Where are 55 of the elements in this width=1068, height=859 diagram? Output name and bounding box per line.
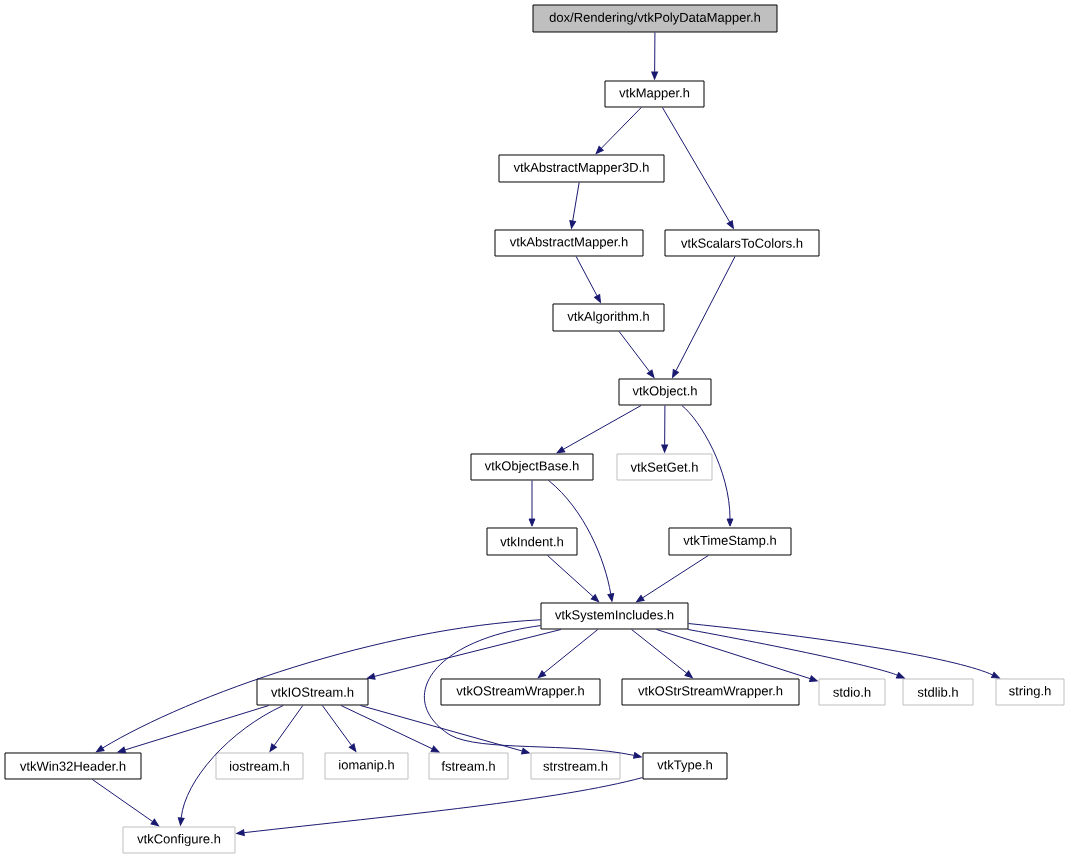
arrow (687, 629, 905, 679)
arrow (661, 107, 734, 229)
arrow (340, 705, 440, 753)
arrow (548, 480, 615, 602)
arrow (537, 629, 599, 679)
arrow (651, 32, 659, 80)
arrow (688, 623, 1000, 679)
file-box: vtkWin32Header.h (4, 752, 142, 780)
file-box: stdlib.h (902, 678, 974, 706)
file-box: vtkConfigure.h (122, 826, 236, 854)
file-box: vtkSystemIncludes.h (540, 602, 689, 630)
arrow (569, 182, 580, 229)
file-box: vtkAbstractMapper3D.h (498, 154, 665, 183)
arrow (636, 555, 709, 603)
file-box: vtkOStreamWrapper.h (440, 678, 601, 706)
arrow (618, 331, 655, 378)
arrow (236, 777, 643, 837)
file-box: vtkAlgorithm.h (552, 303, 665, 332)
arrow (547, 555, 600, 603)
file-box: stdio.h (818, 678, 886, 706)
arrow (556, 405, 642, 454)
arrow (269, 705, 304, 752)
file-box: vtkType.h (642, 752, 728, 780)
arrow (528, 480, 536, 527)
file-box: fstream.h (428, 752, 509, 780)
arrow (681, 405, 734, 527)
file-box: vtkMapper.h (604, 80, 705, 108)
file-box: vtkObject.h (618, 378, 712, 406)
file-box: iostream.h (215, 752, 304, 780)
file-box: string.h (995, 678, 1065, 706)
arrow (95, 619, 541, 753)
arrow (359, 705, 530, 755)
file-box: vtkOStrStreamWrapper.h (621, 678, 800, 706)
arrow (672, 256, 736, 378)
file-box: dox/Rendering/vtkPolyDataMapper.h (532, 4, 778, 33)
file-box: vtkAbstractMapper.h (494, 229, 644, 257)
file-box: strstream.h (530, 752, 621, 780)
arrow (117, 705, 270, 754)
file-box: vtkObjectBase.h (470, 453, 594, 481)
file-box: vtkScalarsToColors.h (664, 229, 820, 257)
arrow (366, 629, 562, 680)
arrow (631, 629, 693, 679)
arrow (321, 705, 357, 752)
arrow (595, 107, 642, 154)
arrow (656, 629, 818, 682)
arrow (575, 256, 601, 303)
file-box: vtkSetGet.h (616, 453, 713, 481)
file-box: iomanip.h (324, 752, 409, 780)
file-box: vtkIOStream.h (256, 678, 369, 706)
arrow (661, 405, 669, 453)
arrow (177, 705, 284, 826)
file-box: vtkTimeStamp.h (668, 527, 792, 556)
file-box: vtkIndent.h (486, 527, 578, 556)
arrow (91, 779, 160, 827)
arrow (423, 625, 642, 759)
